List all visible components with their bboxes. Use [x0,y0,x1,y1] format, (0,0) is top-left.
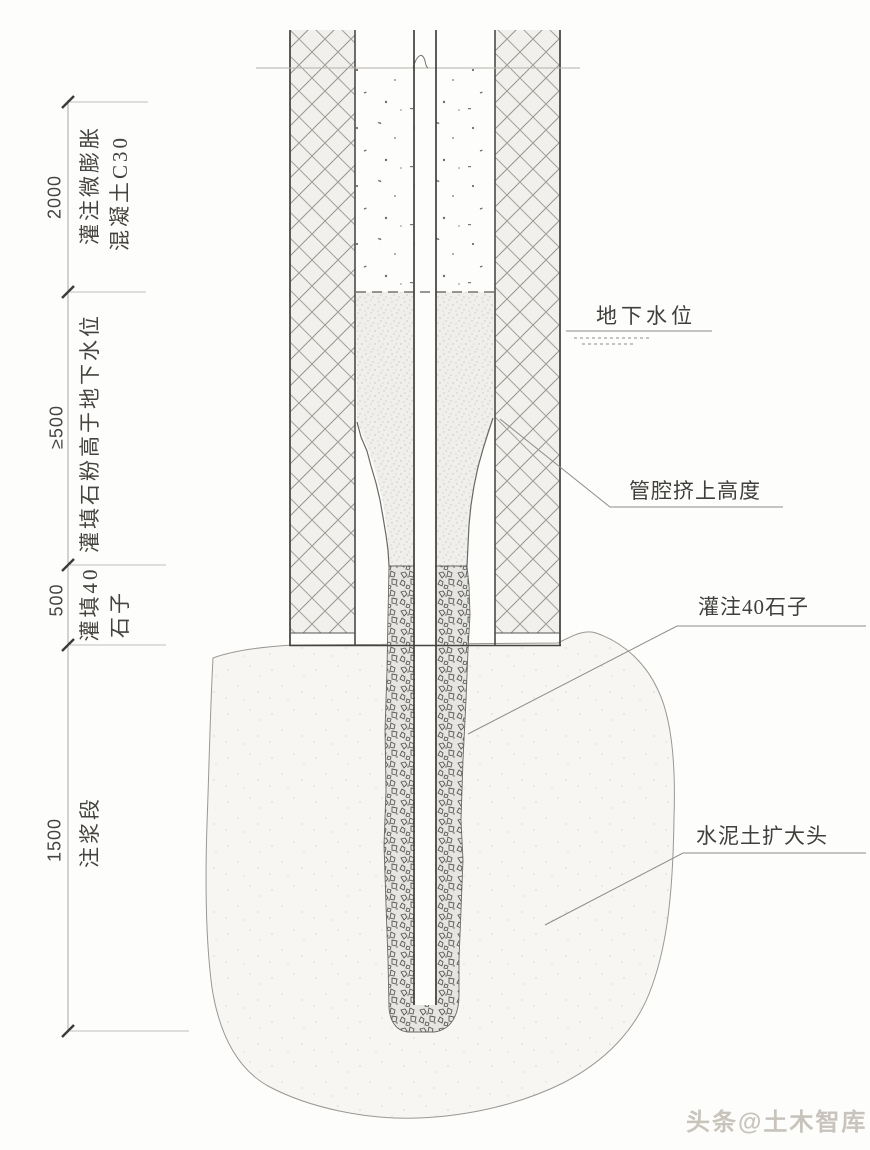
label-stone-powder: 灌填石粉高于地下水位 [78,313,102,553]
dim-value-2000: 2000 [44,174,65,220]
head-leader [544,852,866,926]
callout-squeeze-height: 管腔挤上高度 [629,479,761,503]
pile-walls [289,30,561,647]
squeeze-edge-left [356,421,390,567]
squeeze-edge-right [466,417,494,567]
top-reference-line [256,54,580,69]
watermark: 头条@土木智库 [686,1109,868,1136]
dim-value-1500: 1500 [44,817,65,863]
callout-expanded-head: 水泥土扩大头 [696,824,828,848]
callout-leaders [467,330,866,926]
label-expansion-concrete-1: 灌注微膨胀 [78,125,102,245]
label-fill-40-1: 灌填40 [78,566,102,642]
dim-value-500: 500 [46,583,67,617]
label-expansion-concrete-2: 混凝土C30 [108,134,132,252]
dim-value-geq500: ≥500 [46,405,67,449]
tube-interior [414,30,436,1005]
dimension-ticks [61,95,75,1038]
dimension-lines [61,95,189,1038]
break-symbol [412,54,429,69]
label-grouting-section: 注浆段 [78,796,102,868]
squeeze-leader [499,418,783,508]
label-fill-40-2: 石子 [108,590,132,638]
callout-groundwater-level: 地下水位 [596,304,696,328]
gravel-leader [467,625,866,735]
injection-tube [413,30,437,1005]
callout-gravel: 灌注40石子 [698,595,809,619]
